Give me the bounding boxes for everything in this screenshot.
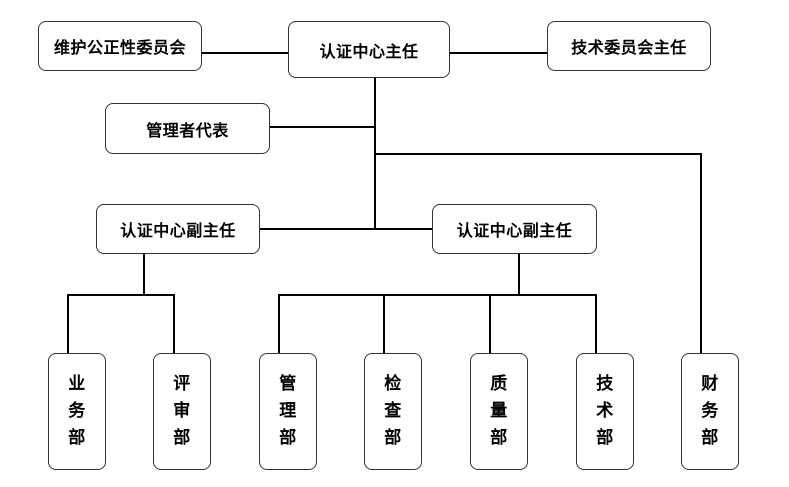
department-business-box: 业务部	[48, 353, 106, 470]
deputy-director-right-box: 认证中心副主任	[432, 204, 597, 254]
department-business-label: 业务部	[68, 374, 86, 448]
department-finance-label: 财务部	[701, 374, 719, 448]
technical-committee-box: 技术委员会主任	[547, 21, 711, 71]
department-review-box: 评审部	[153, 353, 211, 470]
technical-committee-label: 技术委员会主任	[571, 38, 687, 57]
department-management-box: 管理部	[259, 353, 317, 470]
deputy-director-left-box: 认证中心副主任	[96, 204, 260, 254]
department-quality-label: 质量部	[490, 374, 508, 448]
management-representative-box: 管理者代表	[105, 103, 270, 154]
department-finance-box: 财务部	[681, 353, 739, 470]
maintenance-committee-label: 维护公正性委员会	[53, 38, 186, 57]
deputy-director-right-label: 认证中心副主任	[456, 221, 573, 240]
department-technical-label: 技术部	[596, 374, 614, 448]
department-management-label: 管理部	[279, 374, 297, 448]
department-inspection-label: 检查部	[384, 374, 402, 448]
director-label: 认证中心主任	[319, 41, 419, 61]
department-quality-box: 质量部	[470, 353, 528, 470]
department-inspection-box: 检查部	[364, 353, 422, 470]
department-review-label: 评审部	[173, 374, 191, 448]
management-representative-label: 管理者代表	[146, 120, 229, 140]
director-box: 认证中心主任	[288, 21, 450, 78]
department-technical-box: 技术部	[576, 353, 634, 470]
deputy-director-left-label: 认证中心副主任	[120, 221, 236, 240]
maintenance-committee-box: 维护公正性委员会	[38, 21, 202, 71]
